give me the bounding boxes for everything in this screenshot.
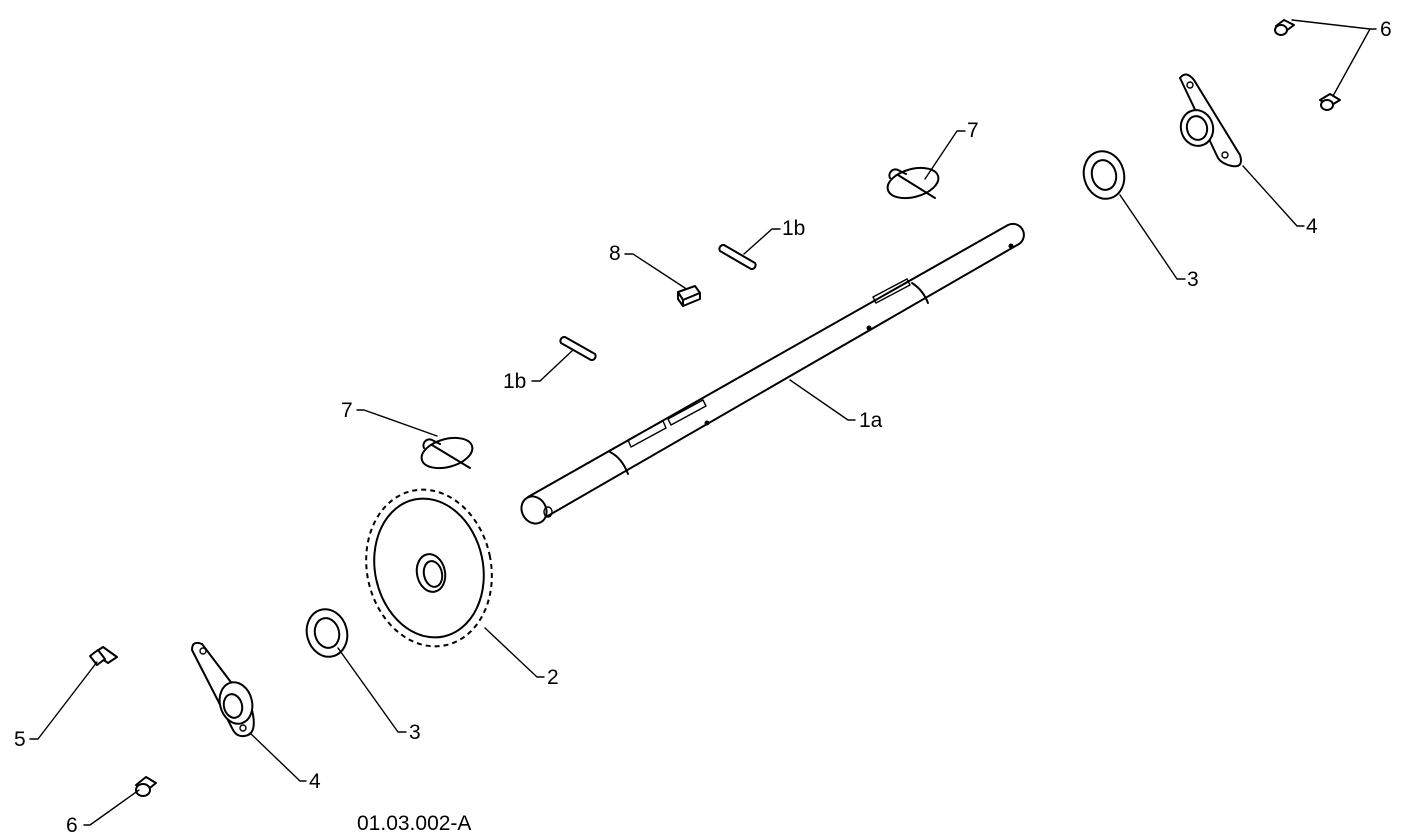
bolt-5 xyxy=(89,646,118,666)
callout-6-right: 6 xyxy=(1380,18,1392,41)
callout-7-right: 7 xyxy=(967,119,979,142)
hairpin-clip-left xyxy=(420,436,474,470)
callout-4-right: 4 xyxy=(1306,215,1318,238)
washer-left xyxy=(305,608,349,658)
nut-6-right-bottom xyxy=(1319,93,1341,111)
shaft-part xyxy=(520,222,1025,525)
callout-6-left: 6 xyxy=(66,814,78,837)
leader-lines xyxy=(29,19,1377,826)
callout-1b-upper: 1b xyxy=(782,217,805,240)
callout-2: 2 xyxy=(547,666,559,689)
callout-8: 8 xyxy=(609,242,621,265)
callout-4-left: 4 xyxy=(309,770,321,793)
bearing-flange-right xyxy=(1179,73,1242,168)
callout-1a: 1a xyxy=(859,409,883,432)
key-1b-upper xyxy=(718,243,757,271)
callout-1b-lower: 1b xyxy=(503,370,526,393)
bearing-flange-left xyxy=(191,641,255,738)
callout-7-left: 7 xyxy=(341,399,353,422)
drawing-id: 01.03.002-A xyxy=(357,812,471,835)
callout-3-left: 3 xyxy=(409,721,421,744)
square-key-8 xyxy=(677,285,701,307)
nut-6-right-top xyxy=(1274,19,1295,36)
callout-3-right: 3 xyxy=(1187,268,1199,291)
hairpin-clip-right xyxy=(886,166,940,200)
sprocket-part xyxy=(365,488,493,648)
washer-right xyxy=(1082,150,1126,200)
callout-5: 5 xyxy=(14,728,26,751)
key-1b-lower xyxy=(559,335,597,362)
nut-6-left xyxy=(135,776,157,797)
